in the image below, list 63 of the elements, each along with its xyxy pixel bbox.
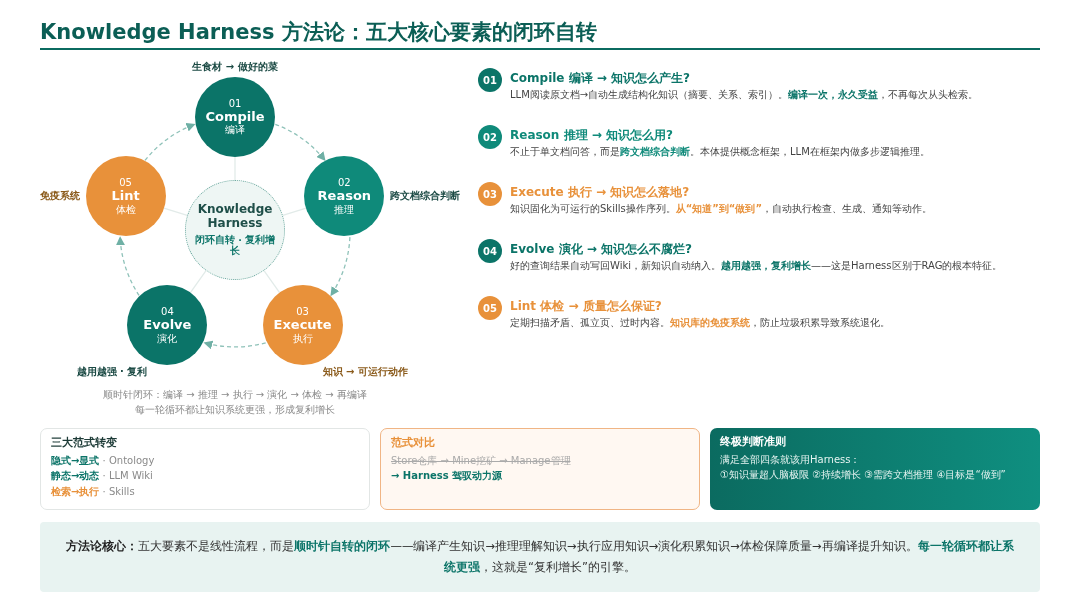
card-line: 静态→动态 · LLM Wiki bbox=[51, 470, 154, 483]
item-heading: Execute 执行 → 知识怎么落地? bbox=[510, 184, 690, 201]
step-subtitle: 体检 bbox=[115, 203, 136, 216]
card-heading: 终极判断准则 bbox=[720, 435, 787, 449]
step-number: 03 bbox=[296, 306, 309, 318]
card-line: 满足全部四条就该用Harness： bbox=[720, 453, 862, 467]
connector-line bbox=[163, 207, 188, 216]
card-line: Store仓库 → Mine挖矿 → Manage管理 bbox=[391, 454, 572, 468]
hub-subtitle: 闭环自转 · 复利增长 bbox=[193, 234, 277, 257]
item-heading: Reason 推理 → 知识怎么用? bbox=[510, 127, 673, 144]
number-badge: 04 bbox=[478, 239, 502, 263]
card-line: → Harness 驾驭动力源 bbox=[391, 470, 504, 483]
item-heading: Evolve 演化 → 知识怎么不腐烂? bbox=[510, 241, 692, 258]
connector-line bbox=[282, 207, 307, 216]
cycle-note: 顺时针闭环：编译 → 推理 → 执行 → 演化 → 体检 → 再编译 bbox=[103, 388, 367, 402]
item-description: 知识固化为可运行的Skills操作序列。从“知道”到“做到”，自动执行检查、生成、通知等动作。 bbox=[510, 202, 933, 216]
cycle-arrow bbox=[274, 123, 326, 162]
cycle-arrow bbox=[330, 236, 351, 297]
item-description: 定期扫描矛盾、孤立页、过时内容。知识库的免疫系统，防止垃圾积累导致系统退化。 bbox=[510, 316, 891, 330]
item-heading: Compile 编译 → 知识怎么产生? bbox=[510, 70, 691, 87]
item-description: 好的查询结果自动写回Wiki，新知识自动纳入。越用越强，复利增长——这是Harness区别于RAG的根本特征。 bbox=[510, 259, 1004, 273]
info-card bbox=[710, 428, 1040, 510]
step-number: 02 bbox=[338, 177, 351, 189]
step-name: Reason bbox=[317, 189, 372, 204]
step-subtitle: 演化 bbox=[157, 332, 178, 344]
step-caption: 免疫系统 bbox=[39, 189, 80, 204]
step-caption: 越用越强 · 复利 bbox=[76, 365, 148, 380]
step-name: Evolve bbox=[143, 317, 192, 333]
card-line: ①知识量超人脑极限 ②持续增长 ③需跨文档推理 ④目标是“做到” bbox=[720, 469, 1007, 482]
number-badge: 03 bbox=[478, 182, 502, 206]
cycle-arrow bbox=[144, 123, 196, 162]
step-caption: 知识 → 可运行动作 bbox=[322, 365, 408, 380]
number-badge: 05 bbox=[478, 296, 502, 320]
item-heading: Lint 体检 → 质量怎么保证? bbox=[510, 298, 662, 315]
step-number: 01 bbox=[228, 98, 242, 110]
info-card bbox=[40, 428, 370, 510]
cycle-arrow bbox=[203, 340, 267, 349]
item-description: 不止于单文档问答，而是跨文档综合判断。本体提供概念框架，LLM在框架内做多步逻辑推理。 bbox=[510, 145, 931, 159]
page-title: Knowledge Harness 方法论：五大核心要素的闭环自转 bbox=[40, 19, 597, 46]
cycle-note: 每一轮循环都让知识系统更强，形成复利增长 bbox=[135, 403, 335, 417]
card-heading: 范式对比 bbox=[391, 436, 436, 450]
number-badge: 01 bbox=[478, 68, 502, 92]
connector-line bbox=[189, 270, 207, 294]
step-caption: 跨文档综合判断 bbox=[390, 189, 461, 204]
hub-title: Knowledge Harness bbox=[196, 203, 274, 231]
step-name: Lint bbox=[111, 189, 140, 204]
card-line: 隐式→显式 · Ontology bbox=[51, 454, 156, 468]
number-badge: 02 bbox=[478, 125, 502, 149]
info-card bbox=[380, 428, 700, 510]
step-number: 05 bbox=[119, 177, 132, 189]
cycle-arrow bbox=[116, 236, 140, 297]
step-subtitle: 执行 bbox=[292, 332, 313, 344]
step-subtitle: 编译 bbox=[225, 124, 245, 136]
card-line: 检索→执行 · Skills bbox=[51, 485, 136, 499]
step-name: Compile bbox=[205, 109, 265, 125]
step-number: 04 bbox=[161, 306, 174, 318]
step-caption: 生食材 → 做好的菜 bbox=[192, 60, 278, 74]
step-name: Execute bbox=[273, 317, 332, 333]
summary-text: 方法论核心：五大要素不是线性流程，而是顺时针自转的闭环——编译产生知识→推理理解知识→执行应用知识→演化积累知识→体检保障质量→再编译提升知识。每一轮循环都让系统更强，这就是“复利增长”的引擎。 bbox=[65, 538, 1015, 576]
step-subtitle: 推理 bbox=[334, 203, 355, 216]
item-description: LLM阅读原文档→自动生成结构化知识（摘要、关系、索引）。编译一次，永久受益，不再每次从头检索。 bbox=[510, 88, 980, 102]
card-heading: 三大范式转变 bbox=[51, 436, 118, 450]
connector-line bbox=[263, 270, 281, 294]
